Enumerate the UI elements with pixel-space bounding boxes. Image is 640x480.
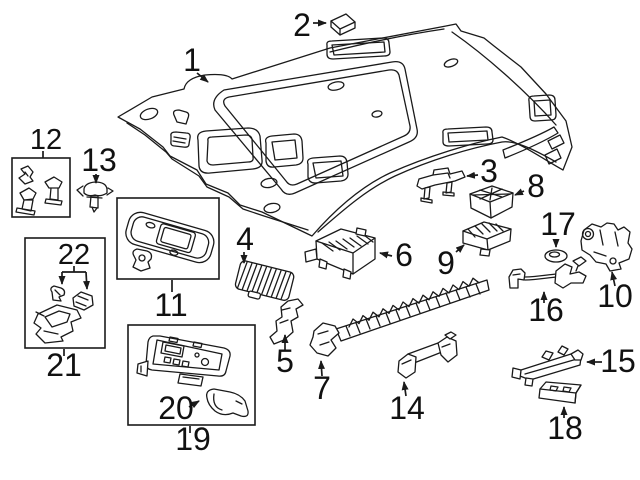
- callout-18-label[interactable]: 18: [547, 410, 583, 446]
- callout-16-label[interactable]: 16: [528, 292, 564, 328]
- part-9-impact-absorber-rear-drawing: [462, 221, 512, 257]
- callout-5[interactable]: 5: [276, 334, 294, 379]
- part-16-harness-clip-set-drawing: [508, 256, 587, 289]
- callout-15[interactable]: 15: [586, 343, 636, 379]
- callout-6-arrow: [379, 251, 393, 259]
- callout-22[interactable]: 22: [58, 239, 91, 290]
- callout-11[interactable]: 11: [154, 280, 188, 323]
- callout-21[interactable]: 21: [46, 347, 82, 383]
- callout-19[interactable]: 19: [175, 421, 211, 457]
- callout-10-label[interactable]: 10: [597, 278, 633, 314]
- part-13-push-clip-drawing: [76, 181, 114, 213]
- callout-19-label[interactable]: 19: [175, 421, 211, 457]
- callout-6[interactable]: 6: [379, 237, 413, 273]
- part-14-grab-handle-drawing: [397, 331, 458, 379]
- callout-22-bracket: [62, 266, 86, 273]
- group-box-19: [127, 324, 256, 426]
- callout-1[interactable]: 1: [183, 42, 209, 83]
- part-4-insulator-pad-small-drawing: [234, 260, 295, 301]
- callout-5-label[interactable]: 5: [276, 343, 294, 379]
- callout-9-arrow: [455, 244, 465, 253]
- callout-3-label[interactable]: 3: [480, 153, 498, 189]
- part-6-insulator-pad-large-drawing: [304, 227, 376, 280]
- callout-7-label[interactable]: 7: [313, 370, 331, 406]
- part-20-console-bracket-drawing: [206, 388, 249, 418]
- callout-20[interactable]: 20: [158, 390, 200, 426]
- callout-20-label[interactable]: 20: [158, 390, 194, 426]
- part-2-roof-trim-cap-drawing: [330, 13, 356, 36]
- part-7-side-roof-rail-drawing: [309, 277, 490, 357]
- callout-2-label[interactable]: 2: [293, 7, 311, 43]
- callout-20-arrow: [188, 400, 200, 409]
- callout-10-arrow: [610, 271, 618, 287]
- callout-10[interactable]: 10: [597, 271, 633, 314]
- part-11-sun-visor-drawing: [125, 211, 215, 272]
- callout-9-label[interactable]: 9: [437, 245, 455, 281]
- callout-18[interactable]: 18: [547, 406, 583, 446]
- callout-4-label[interactable]: 4: [236, 221, 254, 257]
- group-box-12: [11, 157, 71, 218]
- part-21-courtesy-lamp-housing-drawing: [33, 304, 82, 344]
- part-19-overhead-console-drawing: [136, 335, 231, 387]
- callout-14[interactable]: 14: [389, 381, 425, 426]
- callout-3-arrow: [466, 171, 479, 179]
- callout-21-label[interactable]: 21: [46, 347, 82, 383]
- callout-17-label[interactable]: 17: [540, 206, 576, 242]
- callout-16[interactable]: 16: [528, 291, 564, 328]
- callout-8-arrow: [514, 188, 525, 196]
- callout-17[interactable]: 17: [540, 206, 576, 248]
- part-5-side-clip-bracket-drawing: [269, 298, 304, 345]
- callout-14-arrow: [401, 381, 409, 397]
- part-12-clip-set-drawing: [15, 165, 63, 216]
- callout-8[interactable]: 8: [514, 168, 545, 204]
- part-10-side-mount-bracket-drawing: [580, 222, 633, 272]
- callout-15-label[interactable]: 15: [600, 343, 636, 379]
- callout-13-label[interactable]: 13: [81, 142, 117, 178]
- part-17-grommet-drawing: [544, 249, 568, 263]
- callout-1-label[interactable]: 1: [183, 42, 201, 78]
- callout-14-label[interactable]: 14: [389, 390, 425, 426]
- callout-7-arrow: [318, 360, 326, 377]
- callout-7[interactable]: 7: [313, 360, 331, 406]
- part-18-mounting-pad-drawing: [538, 381, 582, 404]
- callout-1-arrow: [196, 72, 209, 83]
- group-box-21: [24, 237, 106, 349]
- part-3-center-mount-bracket-drawing: [416, 167, 466, 204]
- callout-2[interactable]: 2: [293, 7, 327, 43]
- part-8-impact-absorber-front-drawing: [469, 185, 514, 219]
- callout-8-label[interactable]: 8: [527, 168, 545, 204]
- group-box-11: [116, 197, 220, 280]
- callout-22-label[interactable]: 22: [58, 239, 90, 271]
- part-22-bulb-and-socket-drawing: [50, 285, 94, 311]
- callout-22-arrow-right: [83, 271, 91, 290]
- part-15-handle-bracket-drawing: [511, 345, 584, 387]
- callout-4[interactable]: 4: [236, 221, 254, 264]
- callout-11-label[interactable]: 11: [154, 287, 187, 323]
- callout-6-label[interactable]: 6: [395, 237, 413, 273]
- callout-12[interactable]: 12: [30, 124, 62, 158]
- callout-12-label[interactable]: 12: [30, 124, 62, 156]
- callout-3[interactable]: 3: [466, 153, 498, 189]
- callout-9[interactable]: 9: [437, 244, 465, 281]
- callout-13[interactable]: 13: [81, 142, 117, 184]
